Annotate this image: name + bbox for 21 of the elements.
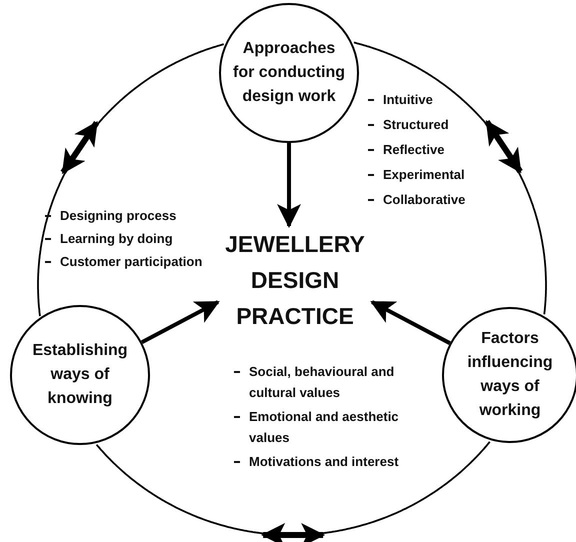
list-item: Structured: [383, 116, 449, 134]
circle-label: Establishing ways of knowing: [31, 341, 129, 409]
list-item: Designing process: [60, 207, 176, 225]
circle-label: Approaches for conducting design work: [233, 39, 345, 107]
list-item: Experimental: [383, 166, 465, 184]
list-item: Collaborative: [383, 191, 466, 209]
list-item: Learning by doing: [60, 230, 173, 248]
arrow: [277, 143, 301, 228]
ring-connector: [37, 43, 224, 316]
central-title: JEWELLERY DESIGN PRACTICE: [218, 226, 372, 334]
circle-label: Factors influencing ways of working: [466, 329, 554, 421]
list-item: Reflective: [383, 141, 444, 159]
list-item: Motivations and interest: [249, 453, 399, 471]
list-item: Emotional and aesthetic values: [249, 408, 400, 447]
arrow: [370, 300, 451, 345]
arrow: [140, 300, 220, 344]
list-item: Intuitive: [383, 91, 433, 109]
ring-connector: [96, 441, 490, 536]
list-item: Social, behavioural and cultural values: [249, 363, 396, 402]
list-item: Customer participation: [60, 253, 202, 271]
ring-connector: [354, 42, 547, 314]
